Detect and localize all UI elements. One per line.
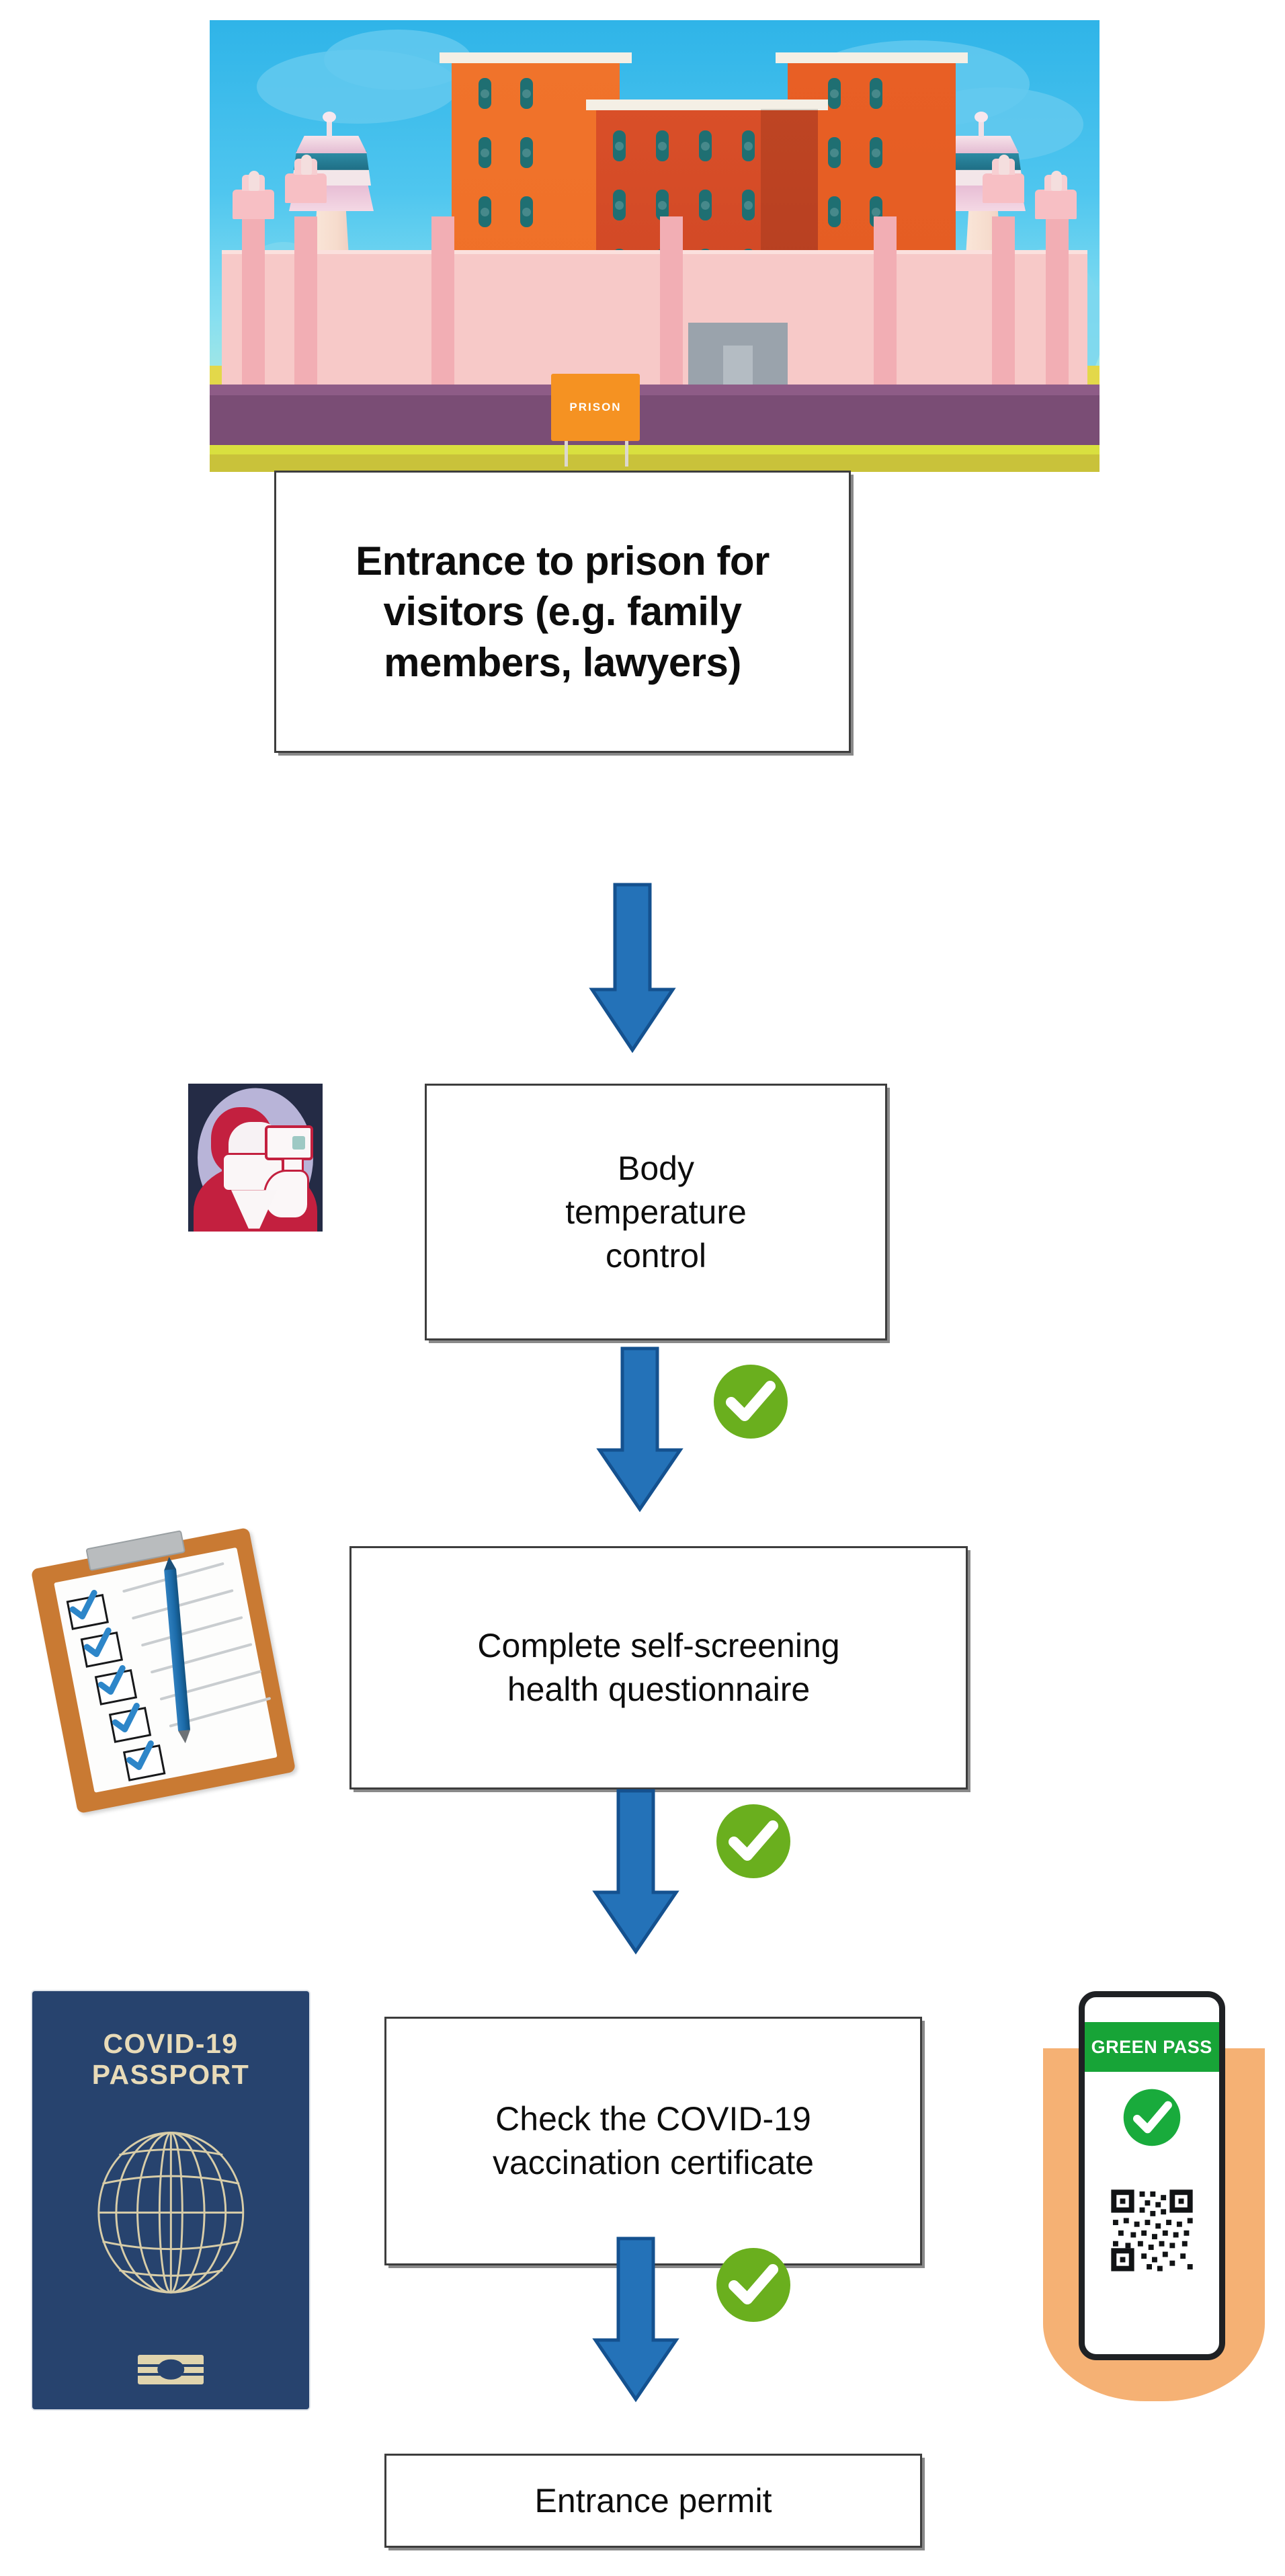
flow-arrow-1: [588, 881, 677, 1055]
passport-chip-icon: [137, 2355, 204, 2384]
passport-title-line1: COVID-19: [103, 2027, 239, 2059]
check-icon-3: [714, 2245, 793, 2325]
prison-gate: [688, 323, 788, 385]
prison-building-illustration: PRISON: [210, 20, 1100, 472]
flow-arrow-3: [591, 1788, 680, 1956]
step-box-questionnaire[interactable]: Complete self-screening health questionn…: [349, 1546, 968, 1789]
clipboard-checklist-icon: [30, 1527, 296, 1814]
checkbox-ticks-icon: [69, 1562, 271, 1771]
green-pass-header: GREEN PASS: [1084, 2022, 1219, 2072]
qr-code-icon: [1107, 2186, 1196, 2276]
green-pass-phone-icon: GREEN PASS: [1043, 1991, 1265, 2401]
step-label-questionnaire: Complete self-screening health questionn…: [477, 1627, 840, 1708]
phone-screen[interactable]: GREEN PASS: [1078, 1991, 1225, 2360]
globe-icon: [97, 2132, 244, 2294]
step-label-entrance: Entrance to prison for visitors (e.g. fa…: [356, 538, 770, 685]
check-icon-1: [711, 1362, 790, 1441]
prison-sign: PRISON: [551, 374, 640, 441]
step-box-temperature[interactable]: Body temperature control: [425, 1084, 887, 1340]
thermometer-gun-icon: [188, 1084, 323, 1232]
step-label-permit: Entrance permit: [534, 2481, 772, 2520]
flow-arrow-4: [591, 2236, 680, 2404]
flow-arrow-2: [595, 1346, 684, 1514]
step-box-entrance[interactable]: Entrance to prison for visitors (e.g. fa…: [274, 471, 851, 753]
step-box-permit[interactable]: Entrance permit: [384, 2454, 922, 2548]
step-label-temperature: Body temperature control: [565, 1149, 747, 1275]
green-check-icon: [1123, 2089, 1180, 2146]
passport-title: COVID-19 PASSPORT: [32, 2027, 309, 2091]
passport-title-line2: PASSPORT: [91, 2058, 250, 2090]
covid-passport-icon: COVID-19 PASSPORT: [32, 1991, 309, 2409]
step-box-certificate[interactable]: Check the COVID-19 vaccination certifica…: [384, 2017, 922, 2265]
step-label-certificate: Check the COVID-19 vaccination certifica…: [492, 2100, 814, 2181]
check-icon-2: [714, 1802, 793, 1881]
